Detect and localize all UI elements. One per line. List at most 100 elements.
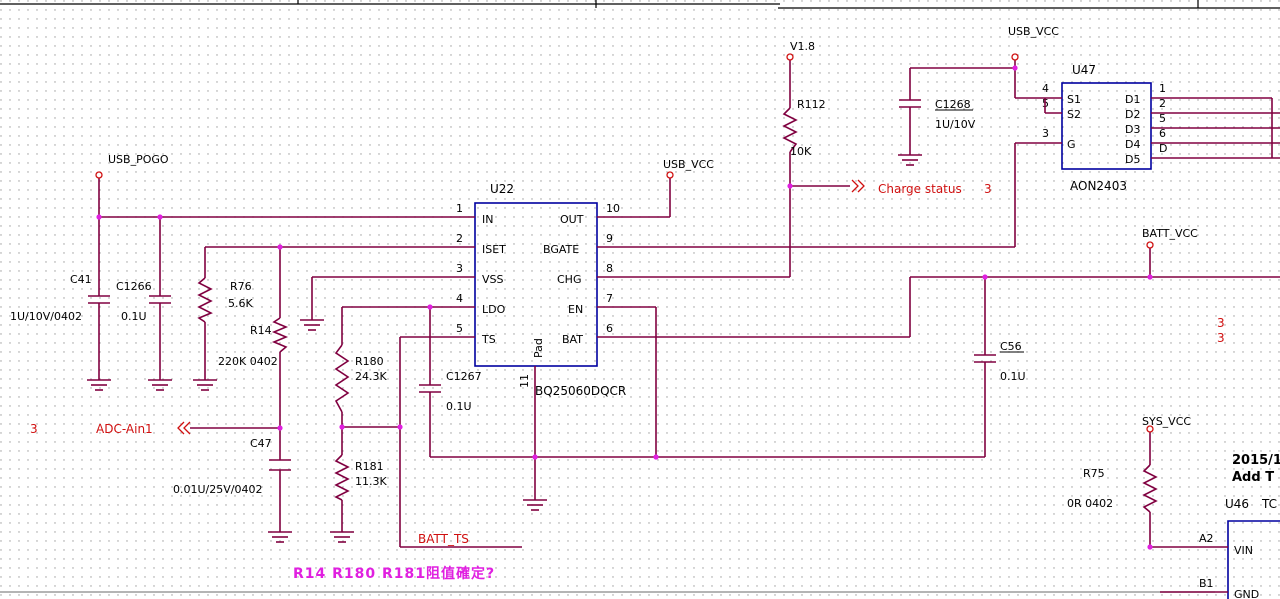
r14-ref: R14 [250, 324, 272, 337]
net-batt-ts: BATT_TS [418, 532, 469, 546]
r76-ref: R76 [230, 280, 252, 293]
u22-pin-2-num: 2 [456, 232, 463, 245]
u46-pin-a2-num: A2 [1199, 532, 1214, 545]
u47-pin-2-num: 2 [1159, 97, 1166, 110]
u22-pin-ldo-name: LDO [482, 303, 506, 316]
net-adc-page: 3 [30, 422, 38, 436]
c1266-value: 0.1U [121, 310, 147, 323]
u47-pin-1-num: 1 [1159, 82, 1166, 95]
r75-value: 0R 0402 [1067, 497, 1113, 510]
junction-dots [96, 65, 1153, 550]
net-v18: V1.8 [790, 40, 815, 53]
res-r112[interactable] [782, 107, 798, 153]
u22-pad-pin: 11 [518, 374, 531, 388]
u47-pin-d-num: D [1159, 142, 1167, 155]
c41-value: 1U/10V/0402 [10, 310, 82, 323]
note-add-fragment: Add T [1232, 470, 1274, 485]
u22-pin-10-num: 10 [606, 202, 620, 215]
u22-part: BQ25060DQCR [535, 384, 626, 398]
u46-pin-vin-name: VIN [1234, 544, 1253, 557]
u46-partial-name: TC [1261, 497, 1277, 511]
r76-value: 5.6K [228, 297, 253, 310]
u22-pin-out-name: OUT [560, 213, 584, 226]
cap-c1268[interactable] [899, 99, 921, 108]
net-sys-vcc: SYS_VCC [1142, 415, 1191, 428]
net-charge-status: Charge status [878, 182, 962, 196]
c1267-ref: C1267 [446, 370, 482, 383]
u46-pin-b1-num: B1 [1199, 577, 1214, 590]
u47-pin-s1-name: S1 [1067, 93, 1081, 106]
u47-pin-s2-name: S2 [1067, 108, 1081, 121]
u47-pin-d1-name: D1 [1125, 93, 1140, 106]
net-right-page-a: 3 [1217, 316, 1225, 330]
r181-ref: R181 [355, 460, 384, 473]
u47-pin-3-num: 3 [1042, 127, 1049, 140]
c1268-value: 1U/10V [935, 118, 976, 131]
wires [98, 60, 1280, 593]
note-date-fragment: 2015/1 [1232, 453, 1280, 468]
u22-pin-6-num: 6 [606, 322, 613, 335]
power-ports [95, 53, 1154, 433]
cap-c41[interactable] [88, 295, 110, 304]
c1268-ref: C1268 [935, 98, 971, 111]
res-r181[interactable] [334, 454, 350, 501]
u22-pin-bat-name: BAT [562, 333, 583, 346]
u22-pin-4-num: 4 [456, 292, 463, 305]
res-r76[interactable] [197, 277, 213, 323]
u22-pin-5-num: 5 [456, 322, 463, 335]
net-batt-vcc: BATT_VCC [1142, 227, 1198, 240]
u47-pin-d4-name: D4 [1125, 138, 1140, 151]
r180-value: 24.3K [355, 370, 387, 383]
u47-pin-d3-name: D3 [1125, 123, 1140, 136]
u22-pin-en-name: EN [568, 303, 583, 316]
res-r180[interactable] [334, 344, 350, 413]
res-r14[interactable] [271, 317, 289, 353]
c56-value: 0.1U [1000, 370, 1026, 383]
u22-ref: U22 [490, 182, 514, 196]
u22-pin-iset-name: ISET [482, 243, 506, 256]
r180-ref: R180 [355, 355, 384, 368]
resistor-note: R14 R180 R181阻值確定? [293, 565, 495, 582]
c1266-ref: C1266 [116, 280, 152, 293]
cap-c1267[interactable] [419, 384, 441, 393]
u22-pin-ts-name: TS [481, 333, 496, 346]
r181-value: 11.3K [355, 475, 387, 488]
c47-value: 0.01U/25V/0402 [173, 483, 262, 496]
cap-c1266[interactable] [149, 295, 171, 304]
cap-c56[interactable] [974, 354, 996, 363]
chip-u46[interactable]: U46 TC VIN A2 GND B1 [1199, 497, 1280, 599]
net-usb-vcc-1: USB_VCC [663, 158, 714, 171]
u22-pin-9-num: 9 [606, 232, 613, 245]
c56-ref: C56 [1000, 340, 1022, 353]
net-adc-ain1: ADC-Ain1 [96, 422, 153, 436]
net-right-page-b: 3 [1217, 331, 1225, 345]
r112-ref: R112 [797, 98, 826, 111]
r14-value: 220K 0402 [218, 355, 278, 368]
u22-pin-7-num: 7 [606, 292, 613, 305]
res-r75[interactable] [1142, 464, 1158, 513]
cap-c47[interactable] [269, 459, 291, 471]
u47-body [1061, 82, 1152, 170]
u46-ref: U46 [1225, 497, 1249, 511]
u22-pin-chg-name: CHG [557, 273, 581, 286]
r112-value: 10K [790, 145, 812, 158]
u47-part: AON2403 [1070, 179, 1127, 193]
u47-pin-g-name: G [1067, 138, 1076, 151]
u22-body [474, 202, 598, 367]
c47-ref: C47 [250, 437, 272, 450]
c41-ref: C41 [70, 273, 92, 286]
chip-u22[interactable]: U22 BQ25060DQCR Pad 11 IN ISET VSS LDO T… [456, 182, 626, 398]
u47-pin-4-num: 4 [1042, 82, 1049, 95]
u22-pad-label: Pad [532, 338, 545, 358]
u22-pin-1-num: 1 [456, 202, 463, 215]
u22-pin-vss-name: VSS [482, 273, 504, 286]
u47-pin-5b-num: 5 [1159, 112, 1166, 125]
net-usb-vcc-2: USB_VCC [1008, 25, 1059, 38]
u46-pin-gnd-name: GND [1234, 588, 1259, 599]
u46-body [1227, 520, 1280, 599]
u22-pin-8-num: 8 [606, 262, 613, 275]
u47-pin-6-num: 6 [1159, 127, 1166, 140]
